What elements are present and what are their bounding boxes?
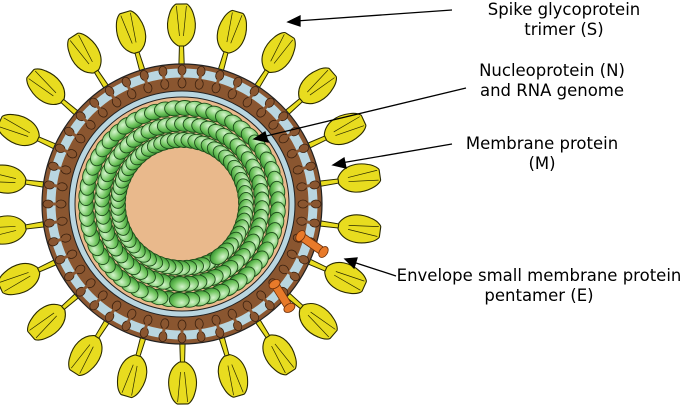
envelope-protein (268, 279, 296, 313)
membrane-protein (104, 300, 122, 322)
membrane-protein (194, 318, 206, 343)
membrane-protein (75, 111, 96, 130)
envelope-label-line1: Envelope small membrane protein (396, 266, 682, 285)
nucleo-label: Nucleoprotein (N) and RNA genome (462, 61, 642, 101)
nucleoproteins (78, 100, 286, 308)
membrane-protein (158, 318, 170, 343)
membrane-protein (296, 216, 321, 228)
spike-trimer (214, 325, 249, 398)
envelope-label-line2: pentamer (E) (484, 286, 594, 305)
membrane-protein (211, 70, 225, 94)
nucleoprotein (209, 247, 229, 265)
nucleo-pointer (261, 87, 467, 138)
membrane-protein (89, 290, 108, 311)
membrane-protein (211, 314, 225, 338)
nucleoprotein (168, 292, 190, 308)
membrane-protein (64, 126, 86, 144)
membrane-protein (177, 319, 187, 344)
envelope-protein (295, 230, 329, 258)
membrane-protein (286, 249, 310, 265)
membrane-protein (227, 76, 243, 100)
spike-label-line2: trimer (S) (524, 20, 604, 39)
spike-trimer (167, 3, 196, 77)
membrane-protein (256, 290, 275, 311)
membrane-protein (292, 161, 316, 175)
nucleo-label-line1: Nucleoprotein (N) (479, 61, 625, 80)
membrane-protein (227, 308, 243, 332)
spike-pointer (295, 9, 453, 22)
envelope-proteins (268, 230, 329, 313)
membrane-protein (194, 65, 206, 90)
membrane-protein (297, 199, 322, 209)
membrane-protein (89, 97, 108, 118)
membrane-protein (121, 308, 137, 332)
membrane-protein (54, 143, 78, 159)
envelope-label: Envelope small membrane protein pentamer… (396, 266, 682, 306)
membrane-pointer (340, 143, 453, 164)
spike-trimer (0, 215, 57, 245)
spike-arrowhead (286, 14, 301, 27)
membrane-protein (278, 264, 300, 282)
membrane-protein (43, 216, 68, 228)
envelope-arrowhead (343, 257, 358, 270)
membrane-protein (48, 233, 72, 247)
spike-label-line1: Spike glycoprotein (487, 0, 641, 19)
membrane-protein (43, 180, 68, 192)
membrane-protein (296, 180, 321, 192)
envelope-pointer (352, 261, 397, 277)
membrane-protein (64, 264, 86, 282)
membrane-protein (256, 97, 275, 118)
membrane-label-line2: (M) (528, 154, 556, 173)
pointer-lines (252, 9, 467, 277)
membrane-protein (121, 76, 137, 100)
spike-trimer (115, 10, 150, 83)
membrane-protein (268, 111, 289, 130)
membrane-protein (139, 314, 153, 338)
membrane-protein (42, 199, 67, 209)
membrane-protein (75, 278, 96, 297)
nucleo-label-line2: and RNA genome (479, 81, 625, 100)
membrane-label-line1: Membrane protein (465, 134, 619, 153)
nucleo-arrowhead (252, 130, 269, 143)
spike-trimer (0, 254, 68, 296)
membrane-protein (54, 249, 78, 265)
spike-trimer (275, 67, 337, 123)
membrane-protein (104, 86, 122, 108)
membrane-label: Membrane protein (M) (454, 134, 630, 174)
membrane-protein (177, 64, 187, 89)
spike-label: Spike glycoprotein trimer (S) (448, 0, 680, 40)
membrane-protein (158, 65, 170, 90)
membrane-protein (286, 143, 310, 159)
membrane-protein (242, 86, 260, 108)
membrane-protein (242, 300, 260, 322)
membrane-protein (48, 161, 72, 175)
membrane-proteins (42, 64, 322, 344)
nucleoprotein (169, 276, 191, 292)
membrane-arrowhead (331, 156, 347, 169)
membrane-protein (139, 70, 153, 94)
